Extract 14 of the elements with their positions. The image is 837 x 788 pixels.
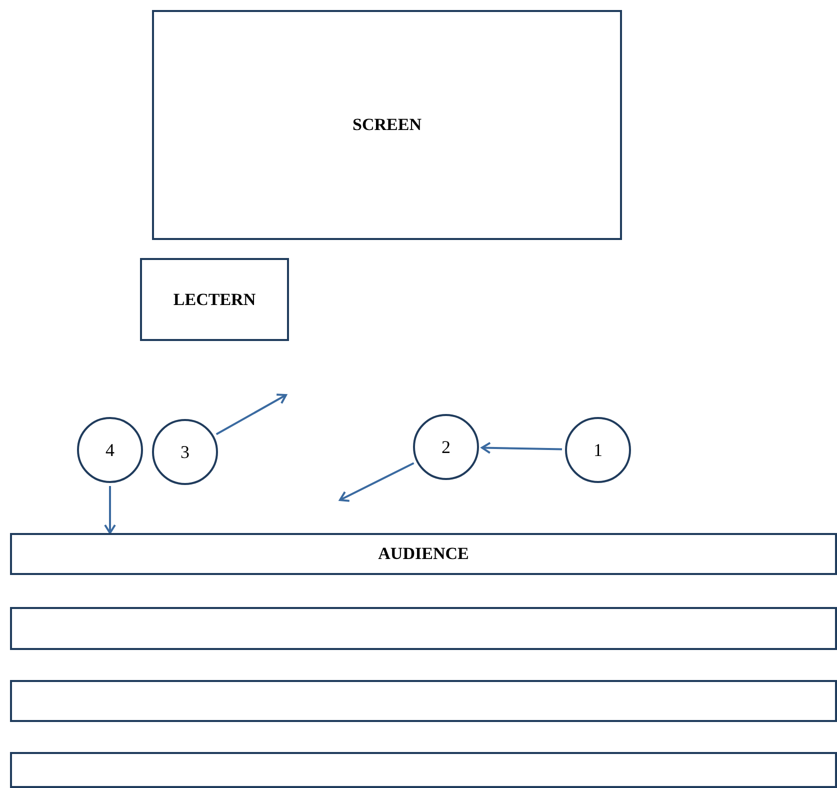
numbered-circle: 4 [77,417,143,483]
seat-row [10,680,837,722]
seat-row [10,607,837,650]
arrow [339,462,414,502]
numbered-circle: 1 [565,417,631,483]
arrow [481,442,562,454]
seat-row [10,752,837,788]
arrow [216,394,287,436]
numbered-circle: 2 [413,414,479,480]
seat-row: AUDIENCE [10,533,837,575]
arrow [104,486,116,534]
numbered-circle: 3 [152,419,218,485]
lectern-box: LECTERN [140,258,289,341]
screen-box: SCREEN [152,10,622,240]
